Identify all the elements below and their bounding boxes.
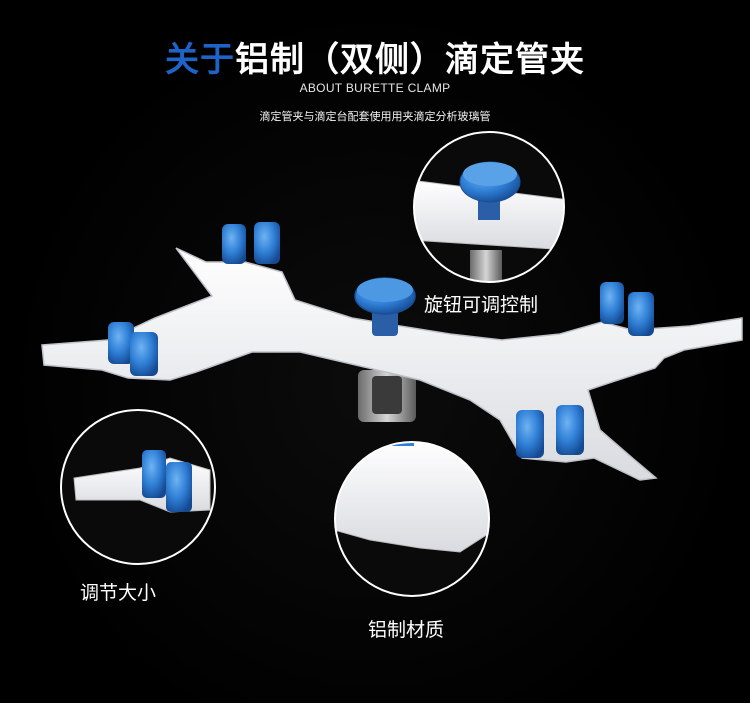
- callout-circle-knob: [413, 131, 565, 283]
- metal-mount: [358, 370, 416, 422]
- callout-label-knob: 旋钮可调控制: [424, 294, 539, 316]
- page-title: 关于铝制（双侧）滴定管夹: [0, 40, 750, 80]
- callout-label-size: 调节大小: [80, 582, 157, 604]
- callout-label-material: 铝制材质: [368, 619, 445, 641]
- product-description: 滴定管夹与滴定台配套使用用夹滴定分析玻璃管: [259, 110, 491, 123]
- center-knob: [354, 277, 416, 336]
- title-main: 铝制（双侧）滴定管夹: [235, 40, 585, 80]
- callout-circle-size: [60, 409, 216, 565]
- title-highlight: 关于: [165, 40, 235, 80]
- english-subtitle: ABOUT BURETTE CLAMP: [299, 81, 451, 95]
- callout-circle-material: [334, 441, 490, 597]
- pad-caps: [108, 222, 654, 458]
